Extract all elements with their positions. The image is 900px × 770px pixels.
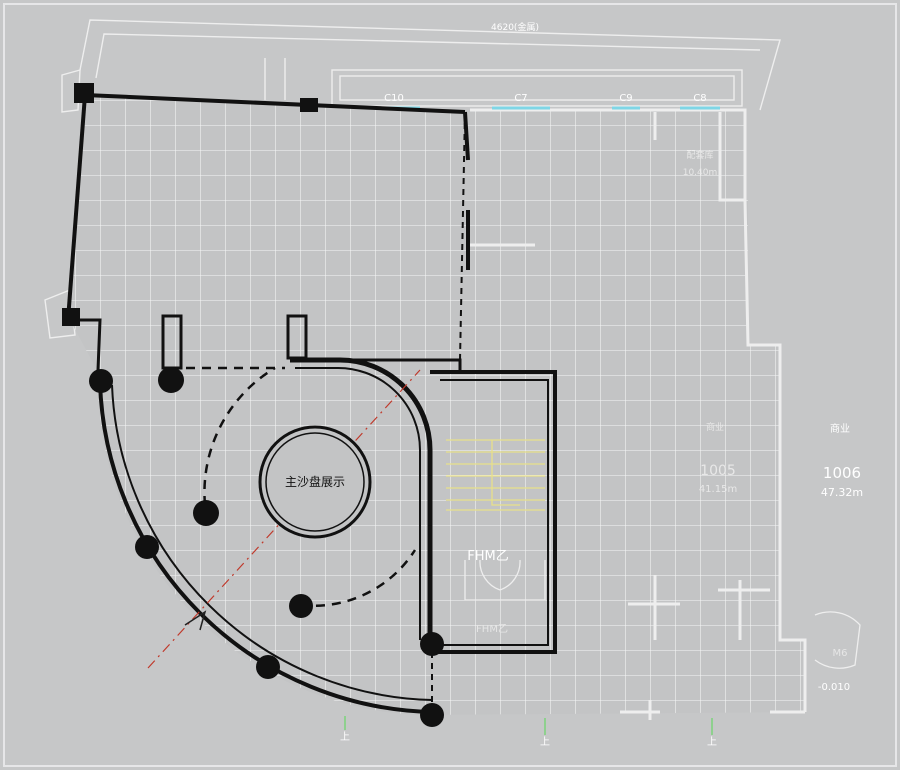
up-arrow-icons (344, 716, 713, 735)
column-round (420, 632, 444, 656)
column-round (193, 500, 219, 526)
outer-outline (44, 19, 781, 339)
column-square (62, 308, 80, 326)
room-1005-area: 41.15m (699, 484, 737, 495)
column-round (289, 594, 313, 618)
room-1006-name: 商业 (830, 422, 850, 435)
room-1005-number: 1005 (700, 463, 736, 479)
column-square (300, 98, 318, 112)
window-tag: C10 (384, 93, 404, 104)
window-tag: C8 (693, 93, 706, 104)
dashed-arc-bottom (299, 549, 417, 607)
section-arrow-icon (184, 610, 207, 631)
column-square (74, 83, 94, 103)
upper-right-room-name: 配套库 (686, 149, 713, 161)
elevation-label: -0.010 (818, 682, 850, 693)
columns (62, 83, 444, 727)
column-round (256, 655, 280, 679)
stair (446, 439, 545, 511)
column-round (420, 703, 444, 727)
frame (3, 3, 897, 767)
window-tag: C7 (514, 93, 527, 104)
door-swings (464, 559, 861, 669)
room-1005-name: 商业 (706, 421, 724, 433)
room-1006-area: 47.32m (821, 486, 863, 499)
up-mark: 上 (707, 736, 717, 748)
dashed-arc-left (203, 366, 276, 506)
room-1006-number: 1006 (823, 464, 861, 482)
door-tag: M6 (833, 648, 848, 659)
stair-label: FHM乙 (467, 549, 508, 564)
central-model (258, 425, 372, 539)
top-dimension-label: 4620(金属) (491, 21, 539, 33)
up-mark: 上 (540, 736, 550, 748)
window-tag: C9 (619, 93, 632, 104)
column-round (135, 535, 159, 559)
walls (66, 93, 557, 715)
center-label: 主沙盘展示 (285, 474, 345, 489)
upper-right-room-area: 10.40m (683, 168, 718, 178)
lower-door-tag: FHM乙 (476, 623, 508, 635)
column-round (89, 369, 113, 393)
up-mark: 上 (340, 731, 350, 743)
column-round (158, 367, 184, 393)
right-light-walls (470, 108, 807, 720)
